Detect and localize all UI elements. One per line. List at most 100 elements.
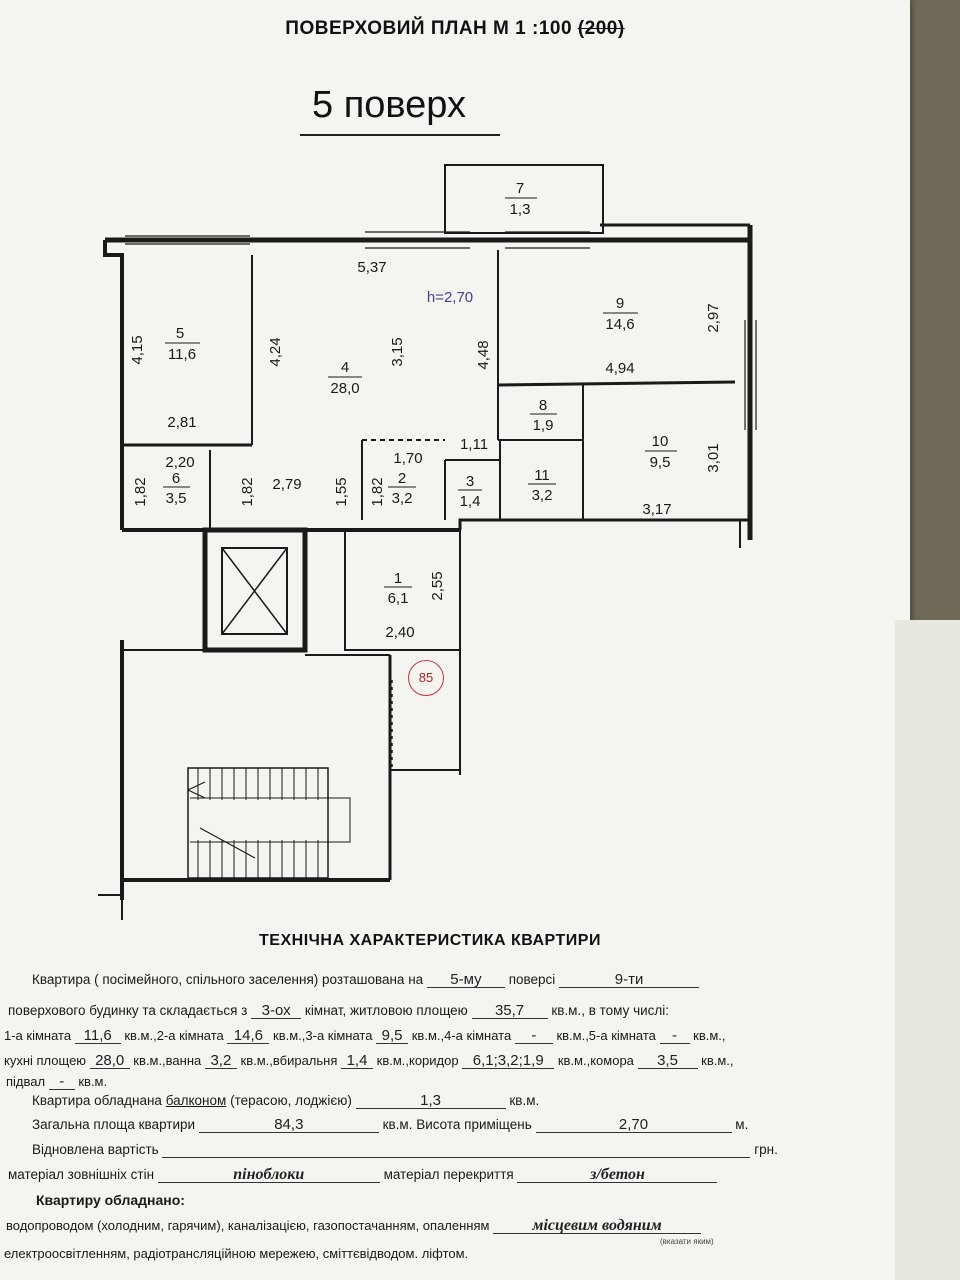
tech-row-2: поверхового будинку та складається з 3-о… <box>8 1003 669 1019</box>
room-2-num: 2 <box>398 470 406 487</box>
room-5-num: 5 <box>176 325 184 342</box>
tech-row-1: Квартира ( посімейного, спільного заселе… <box>32 972 700 988</box>
tech-r4-storage: 3,5 <box>637 1053 698 1069</box>
tech-r2-b: кімнат, житловою площею <box>304 1003 468 1018</box>
room-7-num: 7 <box>516 180 524 197</box>
tech-row-5: підвал - кв.м. <box>6 1074 107 1090</box>
tech-r6-a: Квартира обладнана <box>32 1093 162 1108</box>
tech-row-6: Квартира обладнана балконом (терасою, ло… <box>32 1093 539 1109</box>
tech-r4-b: кв.м.,ванна <box>133 1053 202 1068</box>
tech-r2-rooms: 3-ох <box>251 1003 302 1019</box>
tech-r7-b: кв.м. Висота приміщень <box>382 1117 532 1132</box>
room-9-area: 14,6 <box>605 316 634 333</box>
dim-2-55: 2,55 <box>429 571 446 600</box>
room-3-num: 3 <box>466 473 474 490</box>
tech-r5-cellar: - <box>48 1074 75 1090</box>
tech-r11-a: водопроводом (холодним, гарячим), каналі… <box>6 1218 490 1233</box>
floor-plan: 7 1,3 5 11,6 4 28,0 9 14,6 8 1,9 10 9,5 … <box>98 164 757 920</box>
paper-sheet <box>0 0 910 1280</box>
room-2-area: 3,2 <box>392 490 413 507</box>
tech-r1-a: Квартира ( посімейного, спільного заселе… <box>32 972 424 987</box>
tech-r7-height: 2,70 <box>535 1117 732 1133</box>
dim-3-01: 3,01 <box>705 443 722 472</box>
tech-r3-v3: 9,5 <box>376 1028 409 1044</box>
room-1-num: 1 <box>394 570 402 587</box>
room-11-area: 3,2 <box>532 487 553 504</box>
tech-r6-c: (терасою, лоджією) <box>230 1093 352 1108</box>
dim-1-82-c: 1,82 <box>369 477 386 506</box>
tech-r5-b: кв.м. <box>78 1074 108 1089</box>
dim-2-40: 2,40 <box>385 624 414 641</box>
tech-r2-c: кв.м., в тому числі: <box>551 1003 670 1018</box>
tech-r5-a: підвал <box>6 1074 46 1089</box>
tech-r3-v5: - <box>659 1028 690 1044</box>
dim-1-11: 1,11 <box>460 436 488 453</box>
tech-r3-e: кв.м.,5-а кімната <box>556 1028 656 1043</box>
dim-4-94: 4,94 <box>605 360 634 377</box>
room-7-area: 1,3 <box>510 201 531 218</box>
dim-5-37: 5,37 <box>357 259 386 276</box>
height-label: h=2,70 <box>427 289 473 306</box>
tech-r8-unit: грн. <box>754 1142 778 1157</box>
dim-1-70: 1,70 <box>393 450 422 467</box>
room-5-area: 11,6 <box>168 346 196 363</box>
room-9-num: 9 <box>616 295 624 312</box>
dim-2-79: 2,79 <box>272 476 301 493</box>
balcony-outline <box>444 164 604 234</box>
dim-2-97: 2,97 <box>705 303 722 332</box>
tech-r3-v4: - <box>514 1028 553 1044</box>
tech-r4-kitchen: 28,0 <box>89 1053 130 1069</box>
tech-r4-c: кв.м.,вбиральня <box>240 1053 338 1068</box>
tech-r4-e: кв.м.,комора <box>557 1053 634 1068</box>
plan-title-struck: (200) <box>577 18 625 39</box>
floor-label: 5 поверх <box>312 84 467 126</box>
dim-4-15: 4,15 <box>129 335 146 364</box>
dim-1-82-b: 1,82 <box>239 477 256 506</box>
tech-row-12: електроосвітленням, радіотрансляційною м… <box>4 1246 469 1261</box>
room-11-num: 11 <box>534 467 550 484</box>
tech-r1-floors: 9-ти <box>559 972 700 988</box>
room-10-area: 9,5 <box>650 454 671 471</box>
dim-1-55: 1,55 <box>333 477 350 506</box>
tech-r7-total-area: 84,3 <box>198 1117 379 1133</box>
room-8-num: 8 <box>539 397 547 414</box>
tech-row-7: Загальна площа квартири 84,3 кв.м. Висот… <box>32 1117 748 1133</box>
tech-r4-bath: 3,2 <box>204 1053 237 1069</box>
tech-r9-b: матеріал перекриття <box>383 1167 514 1182</box>
tech-r7-a: Загальна площа квартири <box>32 1117 196 1132</box>
dim-3-15: 3,15 <box>389 337 406 366</box>
tech-r11-note: (вказати яким) <box>660 1237 714 1246</box>
dim-4-48: 4,48 <box>475 340 492 369</box>
tech-r6-b: балконом <box>165 1093 227 1108</box>
floor-underline <box>300 134 500 136</box>
tech-r2-living: 35,7 <box>471 1003 548 1019</box>
tech-r3-v2: 14,6 <box>227 1028 270 1044</box>
room-6-area: 3,5 <box>166 490 187 507</box>
tech-r3-b: кв.м.,2-а кімната <box>124 1028 224 1043</box>
tech-row-9: матеріал зовнішніх стін піноблоки матері… <box>8 1167 718 1183</box>
dim-2-81: 2,81 <box>167 414 196 431</box>
dim-1-82-a: 1,82 <box>132 477 149 506</box>
tech-r3-c: кв.м.,3-а кімната <box>273 1028 373 1043</box>
plan-title: ПОВЕРХОВИЙ ПЛАН М 1 :100 (200) <box>0 18 910 40</box>
tech-r8-a: Відновлена вартість <box>32 1142 159 1157</box>
room-8-area: 1,9 <box>533 417 554 434</box>
tech-r4-corridor: 6,1;3,2;1,9 <box>462 1053 555 1069</box>
room-1-area: 6,1 <box>388 590 409 607</box>
tech-r3-f: кв.м., <box>693 1028 726 1043</box>
tech-row-11: водопроводом (холодним, гарячим), каналі… <box>6 1218 702 1234</box>
tech-r8-value-blank <box>162 1142 751 1158</box>
room-10-num: 10 <box>652 433 669 450</box>
plan-title-text: ПОВЕРХОВИЙ ПЛАН М 1 :100 <box>285 18 573 39</box>
paper-edge <box>895 620 960 1280</box>
tech-row-8: Відновлена вартість грн. <box>32 1142 778 1158</box>
tech-r2-a: поверхового будинку та складається з <box>8 1003 248 1018</box>
dim-2-20: 2,20 <box>165 454 194 471</box>
room-6-num: 6 <box>172 470 180 487</box>
tech-r4-a: кухні площею <box>4 1053 87 1068</box>
tech-r6-balcony-area: 1,3 <box>355 1093 506 1109</box>
tech-r3-d: кв.м.,4-а кімната <box>411 1028 512 1043</box>
tech-r7-unit: м. <box>735 1117 749 1132</box>
tech-title: ТЕХНІЧНА ХАРАКТЕРИСТИКА КВАРТИРИ <box>259 932 601 949</box>
tech-row-3: 1-а кімната 11,6 кв.м.,2-а кімната 14,6 … <box>4 1028 726 1044</box>
